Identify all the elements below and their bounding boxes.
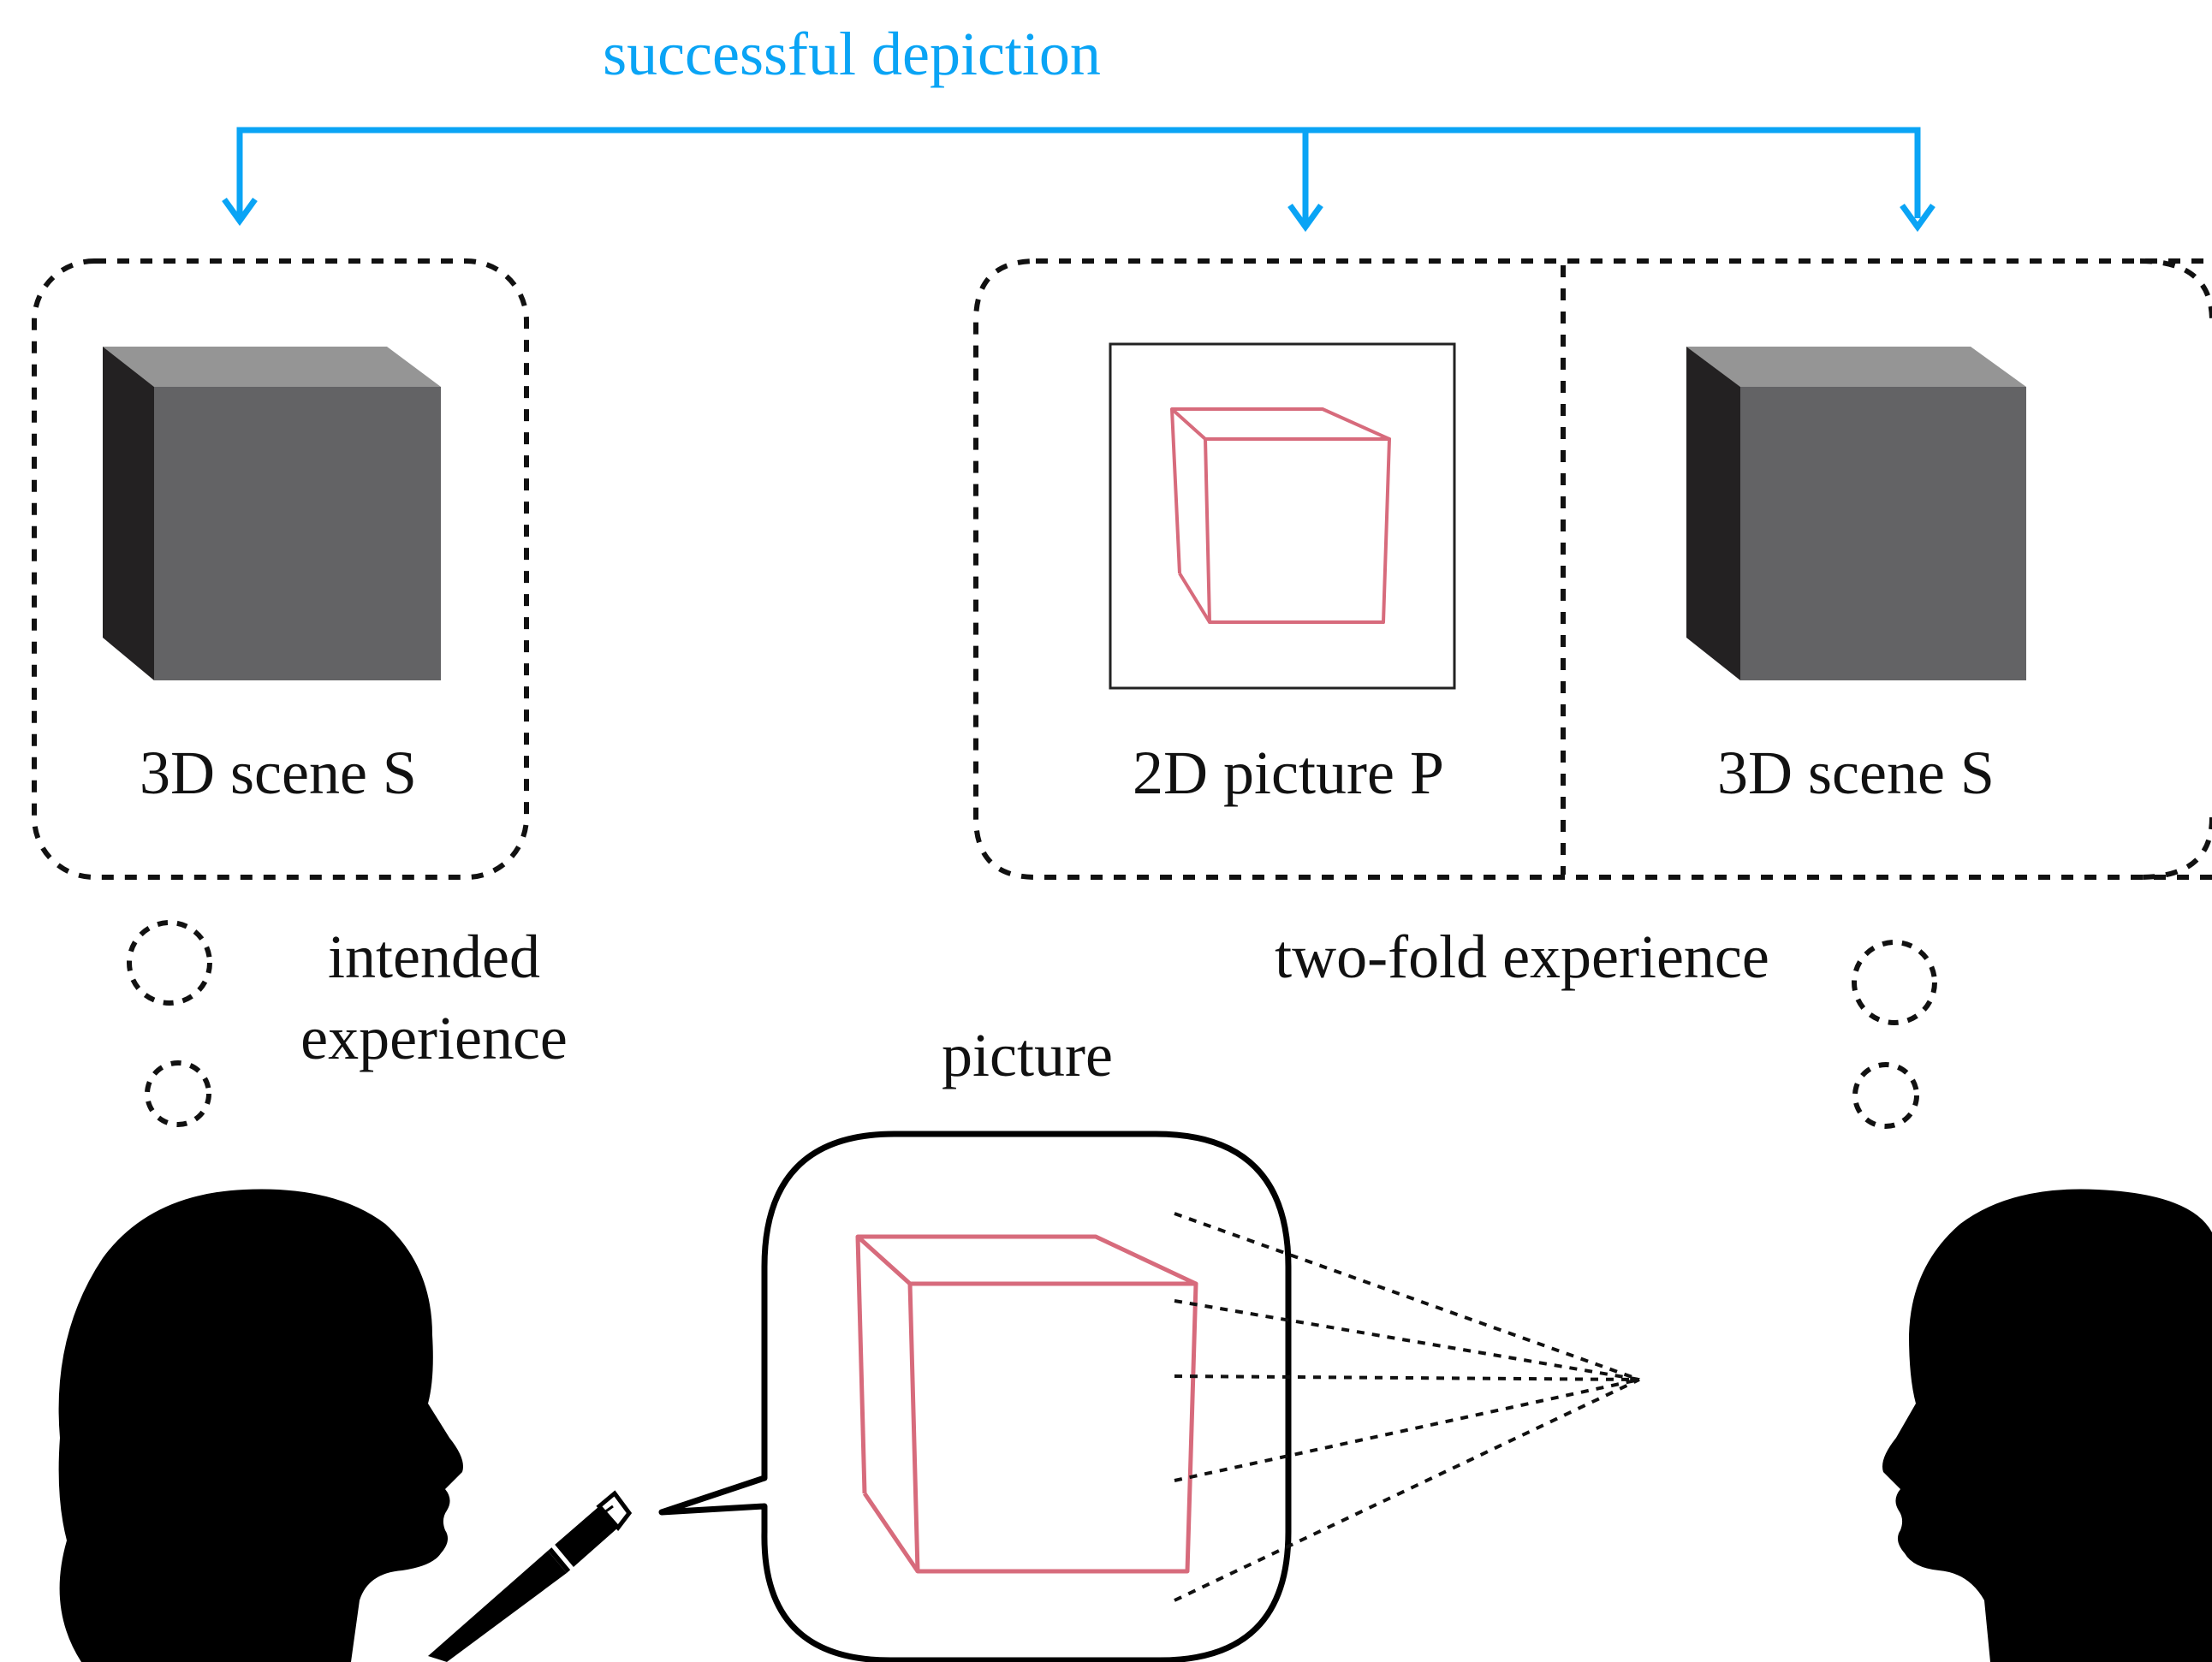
arrow-down-icon [1287, 203, 1323, 232]
picture-speech-bubble [658, 1131, 1292, 1662]
gray-cube-left [103, 347, 441, 680]
arrow-down-icon [1900, 203, 1936, 232]
right-head-silhouette [1882, 1189, 2212, 1662]
left-scene-label: 3D scene S [140, 739, 417, 807]
viewing-rays [1174, 1212, 1640, 1602]
sketch-cube-small [1170, 407, 1391, 624]
right-scene-label: 3D scene S [1717, 739, 1995, 807]
intended-caption-line2: experience [300, 1004, 568, 1072]
right-twofold-box [973, 258, 2212, 880]
thought-bubble-icon [1852, 940, 1937, 1025]
thought-bubble-icon [145, 1060, 211, 1127]
thought-bubble-icon [1852, 1062, 1919, 1129]
successful-depiction-bracket [222, 127, 1936, 232]
picture-caption: picture [942, 1021, 1113, 1089]
two-fold-caption: two-fold experience [1275, 923, 1769, 991]
pen-icon [428, 1490, 633, 1662]
picture-frame [1109, 342, 1456, 690]
intended-caption-line1: intended [328, 923, 540, 991]
left-scene-box [32, 258, 529, 880]
sketch-cube-large [855, 1234, 1198, 1574]
picture-label: 2D picture P [1133, 739, 1444, 807]
arrow-down-icon [222, 197, 258, 226]
gray-cube-right [1686, 347, 2026, 680]
diagram-title: successful depiction [603, 20, 1101, 88]
thought-bubble-icon [127, 920, 212, 1006]
left-head-silhouette [58, 1189, 464, 1662]
